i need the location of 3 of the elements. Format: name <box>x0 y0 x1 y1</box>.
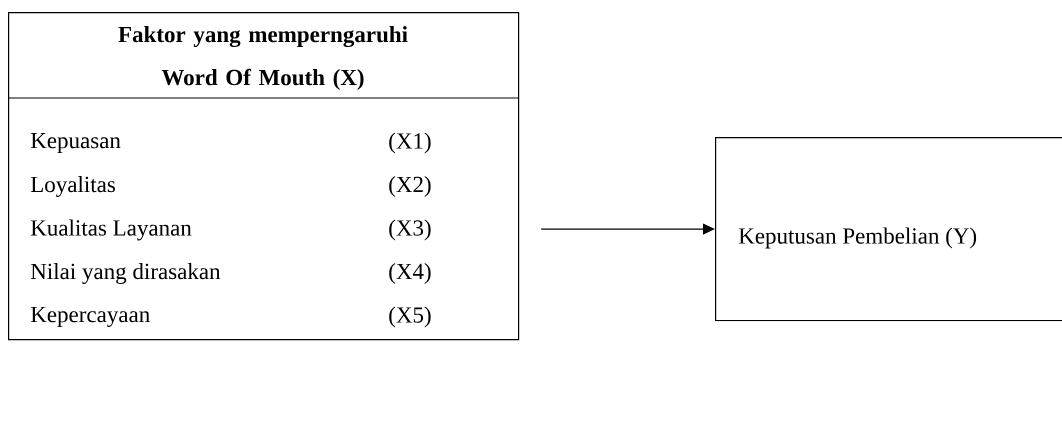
factor-box: Faktor yang memperngaruhi Word Of Mouth (X) Kepuasan (X1) Loyalitas (X2) Kualitas Layanan (X3) Nilai yang dirasakan (X4) Kepercayaan (X5) <box>7 12 520 341</box>
arrow <box>540 223 715 235</box>
outcome-box: Keputusan Pembelian (Y) <box>715 137 1062 322</box>
